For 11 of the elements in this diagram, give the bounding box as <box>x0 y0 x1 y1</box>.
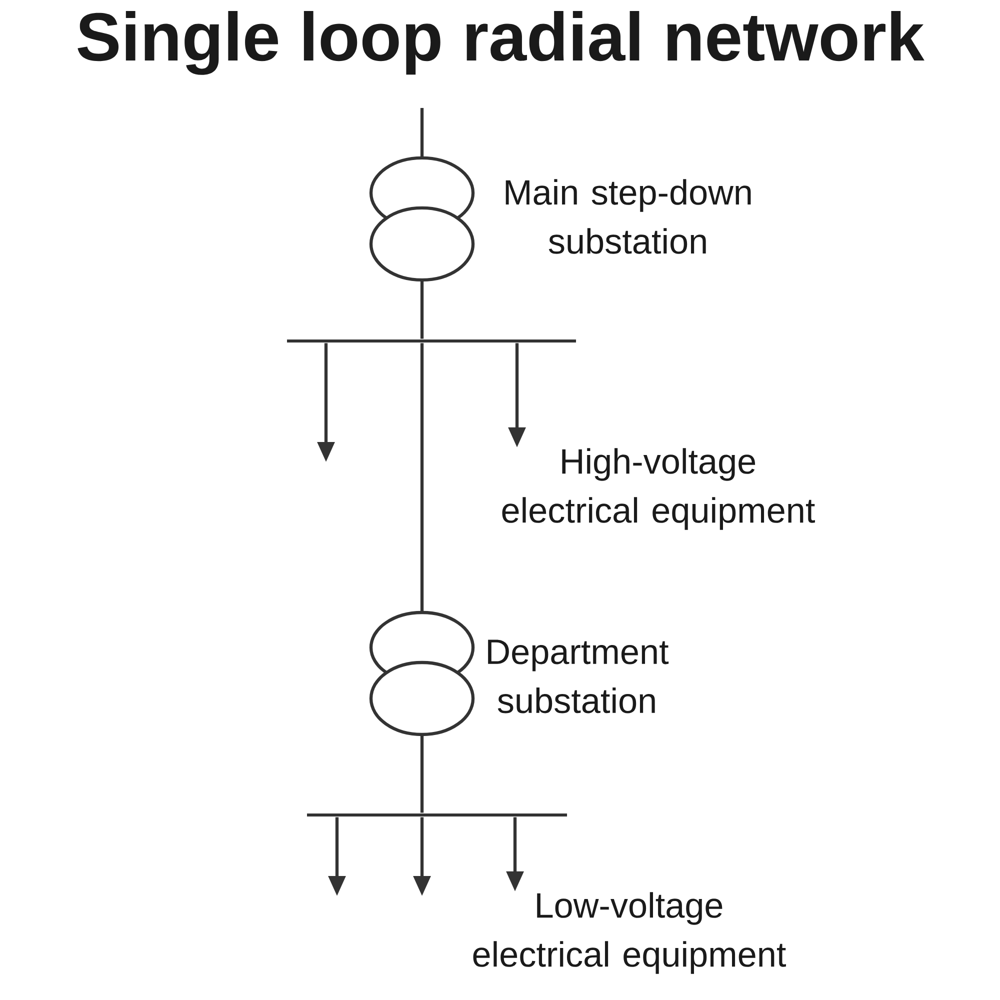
line <box>420 343 424 612</box>
busbar <box>307 814 568 816</box>
busbar <box>287 339 576 342</box>
line <box>420 735 424 813</box>
substation-label: Department substation <box>488 640 669 714</box>
equipment-label: Low-voltage electrical equipment <box>473 892 786 974</box>
equipment-label: High-voltage electrical equipment <box>502 448 815 530</box>
line <box>420 280 424 339</box>
title: Single loop radial network <box>78 11 924 75</box>
line <box>420 108 424 158</box>
substation-label: Main step-down substation <box>506 179 751 254</box>
